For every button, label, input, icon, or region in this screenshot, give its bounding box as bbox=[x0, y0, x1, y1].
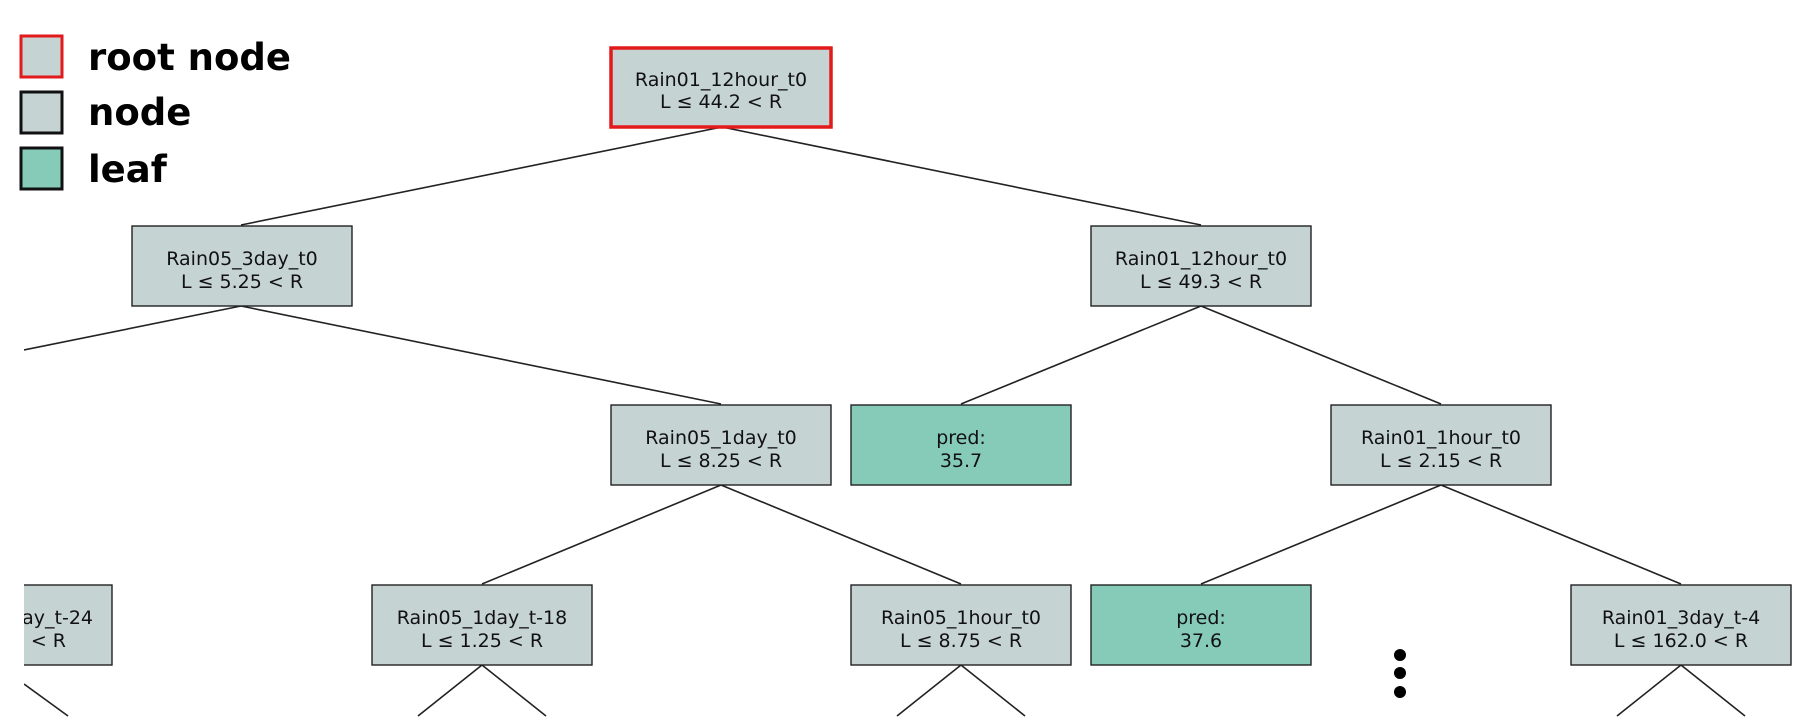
ellipsis-icon bbox=[1394, 649, 1406, 698]
edge-rr-right bbox=[1440, 484, 1682, 585]
split-node-feature: ay_t-24 bbox=[22, 607, 93, 629]
split-node-box bbox=[1330, 404, 1552, 486]
edge-lrl-down-left bbox=[417, 664, 483, 717]
edge-root-right bbox=[721, 126, 1202, 226]
edge-lrr-down-left bbox=[896, 664, 962, 717]
legend-swatch-root-node bbox=[19, 34, 64, 79]
root-node-feature: Rain01_12hour_t0 bbox=[635, 69, 807, 91]
tree-edges bbox=[24, 126, 1746, 717]
split-node-feature: Rain01_1hour_t0 bbox=[1361, 427, 1521, 449]
split-node-box bbox=[850, 584, 1072, 666]
edge-rrr-down-right bbox=[1680, 664, 1746, 717]
legend-swatch-leaf bbox=[19, 146, 64, 191]
edge-left-leftright bbox=[240, 305, 722, 405]
split-node-rule: L ≤ 8.75 < R bbox=[900, 630, 1022, 652]
split-node: Rain01_12hour_t0 L ≤ 49.3 < R bbox=[1090, 225, 1312, 307]
edge-rrr-down-left bbox=[1616, 664, 1682, 717]
split-node: Rain01_3day_t-4 L ≤ 162.0 < R bbox=[1570, 584, 1792, 666]
leaf-node: pred: 35.7 bbox=[850, 404, 1072, 486]
split-node: Rain01_1hour_t0 L ≤ 2.15 < R bbox=[1330, 404, 1552, 486]
root-node: Rain01_12hour_t0 L ≤ 44.2 < R bbox=[609, 46, 833, 129]
split-node-box bbox=[610, 404, 832, 486]
split-node-box bbox=[1090, 225, 1312, 307]
split-node: Rain05_1day_t-18 L ≤ 1.25 < R bbox=[371, 584, 593, 666]
leaf-node-value: 37.6 bbox=[1180, 630, 1222, 652]
split-node: Rain05_3day_t0 L ≤ 5.25 < R bbox=[131, 225, 353, 307]
split-node-rule: L ≤ 1.25 < R bbox=[421, 630, 543, 652]
leaf-node-label: pred: bbox=[936, 427, 986, 449]
split-node-rule: < R bbox=[31, 630, 66, 652]
split-node-feature: Rain05_1hour_t0 bbox=[881, 607, 1041, 629]
edge-root-left bbox=[240, 126, 723, 226]
leaf-node-box bbox=[1090, 584, 1312, 666]
tree-nodes: Rain01_12hour_t0 L ≤ 44.2 < R Rain05_3da… bbox=[22, 46, 1792, 666]
split-node-feature: Rain05_3day_t0 bbox=[166, 248, 318, 270]
split-node-feature: Rain01_3day_t-4 bbox=[1602, 607, 1760, 629]
split-node-rule: L ≤ 162.0 < R bbox=[1614, 630, 1748, 652]
edge-lrr-down-right bbox=[960, 664, 1026, 717]
legend-swatch-node bbox=[19, 90, 64, 135]
split-node: Rain05_1day_t0 L ≤ 8.25 < R bbox=[610, 404, 832, 486]
leaf-node-label: pred: bbox=[1176, 607, 1226, 629]
split-node-box bbox=[1570, 584, 1792, 666]
legend: root node node leaf bbox=[19, 34, 291, 191]
leaf-node: pred: 37.6 bbox=[1090, 584, 1312, 666]
legend-item-leaf: leaf bbox=[19, 146, 168, 191]
leaf-node-value: 35.7 bbox=[940, 450, 982, 472]
edge-left-leftleft bbox=[24, 305, 242, 351]
split-node-feature: Rain01_12hour_t0 bbox=[1115, 248, 1287, 270]
split-node-rule: L ≤ 8.25 < R bbox=[660, 450, 782, 472]
split-node-partial: ay_t-24 < R bbox=[22, 584, 113, 666]
split-node-rule: L ≤ 49.3 < R bbox=[1140, 271, 1262, 293]
split-node-box bbox=[24, 584, 113, 666]
edge-right-rightright bbox=[1200, 305, 1442, 405]
legend-item-node: node bbox=[19, 90, 191, 135]
edge-lr-right bbox=[720, 484, 962, 585]
legend-label: root node bbox=[88, 36, 291, 79]
edge-rr-leaf bbox=[1200, 484, 1442, 585]
split-node-feature: Rain05_1day_t0 bbox=[645, 427, 797, 449]
edge-right-leaf bbox=[960, 305, 1202, 405]
legend-label: leaf bbox=[88, 148, 168, 191]
root-node-rule: L ≤ 44.2 < R bbox=[660, 91, 782, 113]
split-node-box bbox=[371, 584, 593, 666]
split-node-rule: L ≤ 2.15 < R bbox=[1380, 450, 1502, 472]
edge-lrl-down-right bbox=[481, 664, 547, 717]
edge-lr-left bbox=[481, 484, 722, 585]
root-node-box bbox=[609, 46, 833, 129]
edge-partial-down bbox=[24, 683, 69, 717]
split-node-feature: Rain05_1day_t-18 bbox=[397, 607, 567, 629]
legend-item-root-node: root node bbox=[19, 34, 291, 79]
split-node-box bbox=[131, 225, 353, 307]
legend-label: node bbox=[88, 91, 191, 134]
split-node: Rain05_1hour_t0 L ≤ 8.75 < R bbox=[850, 584, 1072, 666]
split-node-rule: L ≤ 5.25 < R bbox=[181, 271, 303, 293]
leaf-node-box bbox=[850, 404, 1072, 486]
